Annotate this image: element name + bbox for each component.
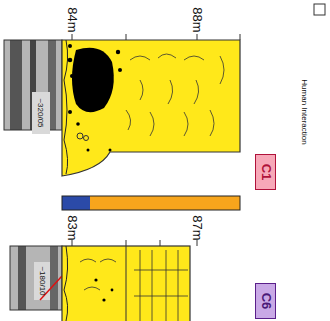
bar-segment (90, 196, 240, 210)
bar-segment (62, 196, 90, 210)
marker-box (314, 4, 325, 15)
depth-label: 83m (66, 215, 79, 240)
facies-code-box: C1 (255, 154, 276, 190)
depth-label: 87m (191, 215, 204, 240)
facies-code: C6 (259, 293, 272, 310)
sand-bed (62, 246, 190, 321)
clast (72, 48, 114, 112)
depth-label: ~320/05 (36, 98, 44, 127)
strata (10, 246, 62, 310)
strata (4, 40, 62, 134)
depth-label: Human Interaction (300, 79, 308, 144)
depth-label: 84m (66, 7, 79, 32)
depth-label: 88m (191, 7, 204, 32)
facies-code: C1 (259, 164, 272, 181)
sand-bed (62, 40, 240, 176)
depth-label: ~180/10 (38, 266, 46, 295)
facies-code-box: C6 (255, 283, 276, 319)
